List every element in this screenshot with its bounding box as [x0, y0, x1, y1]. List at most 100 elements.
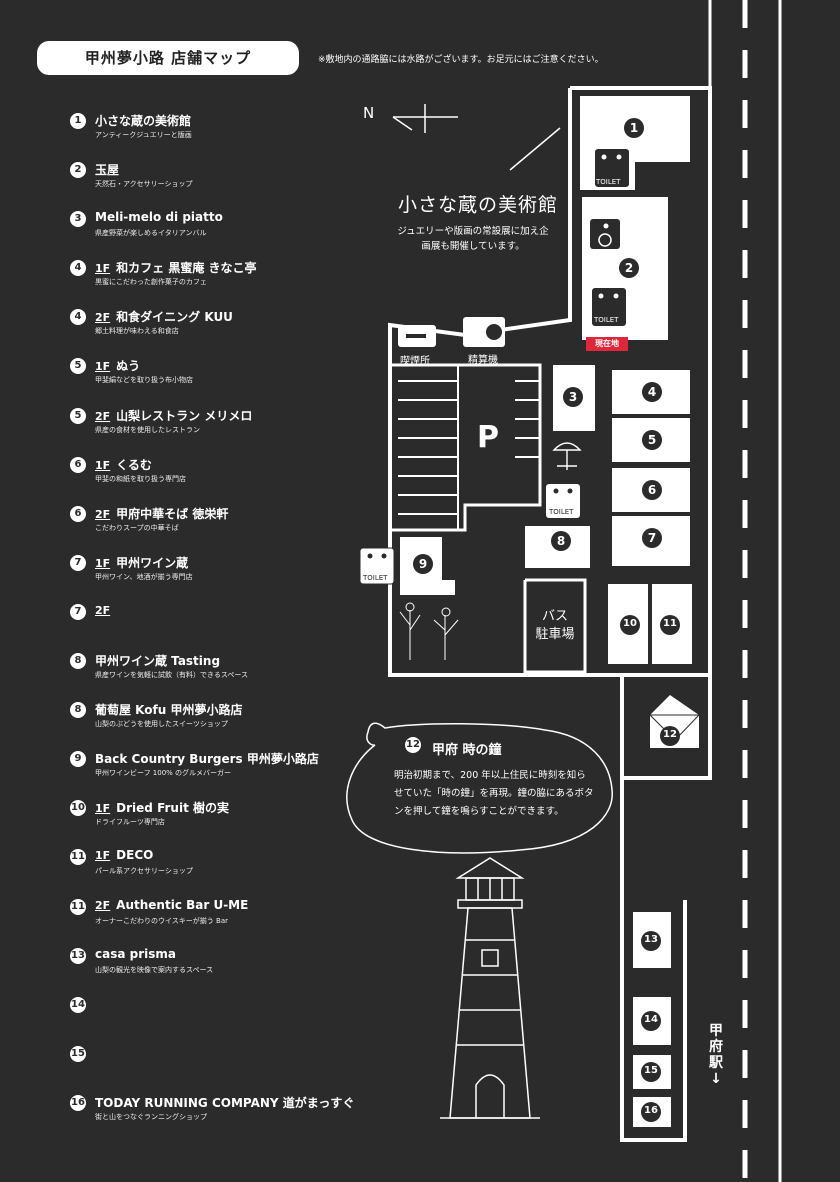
shop-number: 15 — [70, 1045, 86, 1062]
building-number-11: 11 — [663, 618, 677, 629]
shop-number: 6 — [70, 505, 86, 522]
parking-area — [390, 363, 587, 674]
building-number-markers — [413, 118, 680, 1122]
shop-number: 11 — [70, 898, 86, 915]
shop-floor: 2F — [95, 507, 111, 521]
station-direction: 甲府駅↓ — [709, 1023, 723, 1087]
shop-title: 甲府中華そば 徳栄軒 — [116, 506, 229, 521]
shop-title: ぬう — [116, 359, 141, 374]
building-number-15: 15 — [644, 1065, 658, 1076]
pay-machine-icon — [463, 317, 505, 347]
shop-description: ドライフルーツ専門店 — [95, 818, 165, 827]
shop-title: 山梨レストラン メリメロ — [116, 408, 253, 423]
shop-description: 天然石・アクセサリーショップ — [95, 180, 193, 189]
toilet-label-1: TOILET — [596, 178, 621, 186]
smoking-label: 喫煙所 — [400, 356, 430, 367]
shop-title: Meli-melo di piatto — [95, 210, 223, 225]
shop-title: 葡萄屋 Kofu 甲州夢小路店 — [95, 703, 243, 718]
building-number-6: 6 — [647, 483, 657, 497]
shop-list-item: 6 2F 甲府中華そば 徳栄軒こだわりスープの中華そば — [70, 505, 332, 554]
site-boundary — [388, 86, 712, 1142]
shop-title: 甲州ワイン蔵 Tasting — [95, 654, 221, 669]
shop-description: 山梨の観光を映像で案内するスペース — [95, 965, 214, 974]
building-number-13: 13 — [644, 934, 658, 945]
shop-floor: 1F — [95, 360, 111, 374]
shop-title: TODAY RUNNING COMPANY 道がまっすぐ — [95, 1095, 355, 1110]
parking-label: P — [477, 420, 499, 455]
shop-description: 県産の食材を使用したレストラン — [95, 425, 200, 434]
smoking-icon — [398, 325, 436, 347]
building-number-3: 3 — [568, 390, 578, 404]
shop-number: 4 — [70, 260, 86, 277]
shop-floor: 1F — [95, 556, 111, 570]
bell-title: 甲府 時の鐘 — [432, 743, 502, 758]
shop-description: 山梨のぶどうを使用したスイーツショップ — [95, 720, 228, 729]
shop-name: Meli-melo di piatto — [95, 210, 223, 224]
north-arrow — [392, 104, 458, 133]
museum-text: ジュエリーや版画の常設展に加え企画展も開催しています。 — [397, 226, 549, 252]
shop-number: 7 — [70, 554, 86, 571]
shop-number: 13 — [70, 947, 86, 964]
bus-parking-label: バス 駐車場 — [535, 609, 575, 642]
shop-list-item: 8 葡萄屋 Kofu 甲州夢小路店山梨のぶどうを使用したスイーツショップ — [70, 701, 332, 750]
toilet-label-3: TOILET — [549, 508, 574, 516]
shop-name: 1F ぬう — [95, 357, 140, 374]
shop-list-item: 7 2F — [70, 603, 332, 652]
toilet-icon — [359, 149, 629, 585]
shop-description: 甲斐絹などを取り扱う布小物店 — [95, 376, 193, 385]
shop-description: 甲州ワイン、地酒が揃う専門店 — [95, 572, 193, 581]
page-title: 甲州夢小路 店舗マップ — [37, 41, 299, 75]
museum-logo: 小さな蔵の美術館 — [398, 194, 559, 216]
notice-text: ※敷地内の通路脇には水路がございます。お足元にはご注意ください。 — [318, 55, 604, 65]
shop-title: casa prisma — [95, 946, 176, 961]
building-number-5: 5 — [647, 433, 657, 447]
shop-number: 8 — [70, 702, 86, 719]
shop-title: Back Country Burgers 甲州夢小路店 — [95, 752, 319, 767]
wheelchair-icon — [590, 219, 620, 249]
shop-number: 14 — [70, 996, 86, 1013]
shop-number: 4 — [70, 309, 86, 326]
north-label: N — [363, 104, 375, 122]
shop-name: 甲州ワイン蔵 Tasting — [95, 652, 220, 669]
shop-description: アンティークジュエリーと版画 — [95, 131, 192, 139]
bell-number: 12 — [405, 737, 421, 753]
shop-title: 和食ダイニング KUU — [116, 310, 233, 325]
road — [708, 0, 782, 1182]
shop-description: パール系アクセサリーショップ — [95, 867, 193, 876]
shop-number: 8 — [70, 653, 86, 670]
shop-name: casa prisma — [95, 947, 176, 961]
shop-description: こだわりスープの中華そば — [95, 523, 179, 532]
shop-name: 2F — [95, 603, 116, 617]
shop-floor: 1F — [95, 262, 111, 276]
building-number-2: 2 — [624, 261, 634, 275]
shop-description: 黒蜜にこだわった創作菓子のカフェ — [95, 278, 207, 287]
shop-floor: 2F — [95, 898, 111, 912]
shop-name: Back Country Burgers 甲州夢小路店 — [95, 750, 319, 767]
shop-list-item: 15 — [70, 1045, 332, 1094]
leader-line — [509, 127, 561, 171]
shop-description: 甲州ワインビーフ 100% のグルメバーガー — [95, 769, 232, 778]
shop-list-item: 13 casa prisma 山梨の観光を映像で案内するスペース — [70, 947, 332, 996]
shop-number: 7 — [70, 603, 86, 620]
tree-icon — [399, 602, 459, 660]
shop-floor: 1F — [95, 458, 111, 472]
building-number-4: 4 — [647, 385, 657, 399]
shop-name: 2F 甲府中華そば 徳栄軒 — [95, 505, 228, 522]
